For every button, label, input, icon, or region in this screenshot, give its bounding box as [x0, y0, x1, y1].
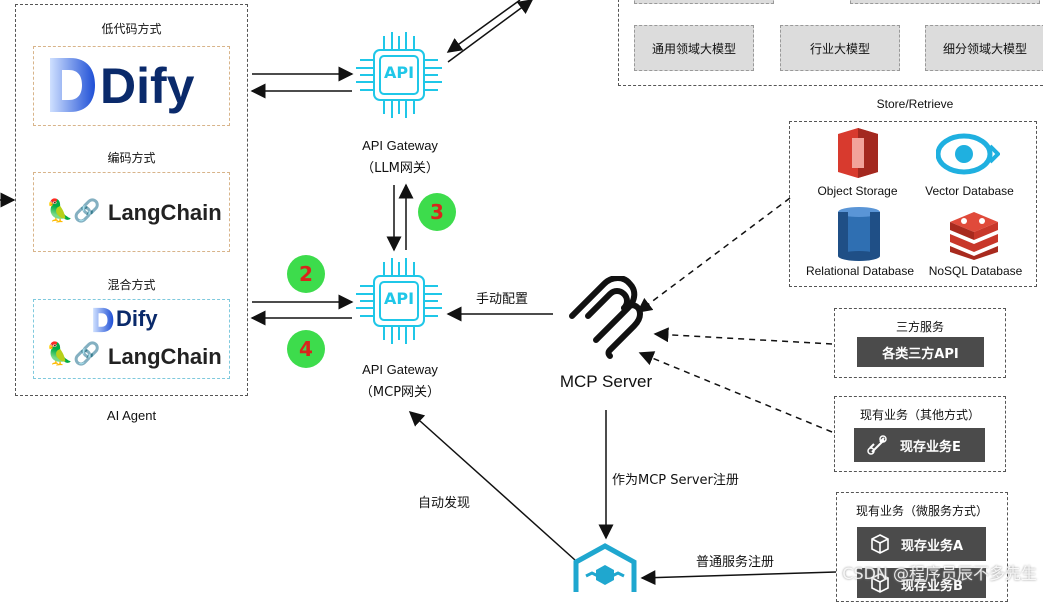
auto-discover-label: 自动发现 — [418, 496, 471, 511]
langchain-wordmark: LangChain — [108, 200, 222, 225]
relational-database-label: Relational Database — [805, 264, 915, 278]
mcp-chip-text: API — [383, 289, 415, 308]
nosql-database-label: NoSQL Database — [928, 264, 1023, 278]
third-party-panel — [834, 308, 1006, 378]
register-as-mcp-label: 作为MCP Server注册 — [612, 473, 739, 488]
vector-database-icon — [935, 130, 1001, 178]
service-registry-icon — [572, 542, 638, 599]
low-code-label: 低代码方式 — [101, 22, 162, 36]
store-retrieve-heading: Store/Retrieve — [876, 97, 954, 111]
llm-gateway-title: API Gateway — [362, 138, 438, 153]
existing-other-title: 现有业务（其他方式） — [859, 408, 980, 422]
models-to-llm-arrow — [446, 0, 521, 53]
csdn-watermark: CSDN @程序员辰不多先生 — [842, 564, 1037, 583]
nosql-database-icon — [946, 208, 1002, 260]
mcp-server-logo-icon — [566, 275, 646, 360]
cube-icon — [869, 533, 891, 555]
thirdparty-to-mcp-arrow — [653, 327, 833, 345]
parrot-small-icon: 🦜🔗 — [46, 342, 101, 367]
connector-layer — [0, 0, 837, 586]
dify-small-logo-icon — [92, 307, 114, 333]
llm-to-models-arrow — [447, 0, 534, 63]
mcp-gateway-subtitle: （MCP网关） — [359, 385, 441, 400]
storage-to-mcp-arrow — [636, 197, 791, 313]
third-party-title: 三方服务 — [895, 320, 944, 334]
auto-discover-arrow — [408, 410, 576, 561]
dify-small-wordmark: Dify — [116, 306, 158, 331]
dify-card: Dify — [33, 46, 230, 126]
mcp-gateway-title: API Gateway — [362, 362, 438, 377]
step-3-badge: 3 — [418, 193, 456, 231]
object-storage-label: Object Storage — [817, 184, 898, 198]
vector-database-label: Vector Database — [925, 184, 1014, 198]
normal-register-arrow — [640, 570, 837, 586]
langchain-card: 🦜🔗 LangChain — [33, 172, 230, 252]
coding-label: 编码方式 — [107, 151, 156, 165]
existing-micro-title: 现有业务（微服务方式） — [855, 504, 988, 518]
existing-e-card: 现存业务E — [854, 428, 985, 462]
manual-config-label: 手动配置 — [476, 292, 529, 307]
existing-e-label: 现存业务E — [900, 440, 961, 455]
existing-other-panel — [834, 396, 1006, 472]
third-party-api-button: 各类三方API — [857, 337, 984, 367]
llm-gateway-chip-icon: API — [352, 28, 446, 122]
mcp-gateway-chip-icon: API — [352, 254, 446, 348]
llm-gateway-subtitle: （LLM网关） — [361, 161, 439, 176]
models-panel — [618, 0, 1043, 86]
existing-e-to-mcp-arrow — [638, 351, 833, 433]
model-industry: 行业大模型 — [780, 25, 900, 71]
model-niche: 细分领域大模型 — [925, 25, 1043, 71]
storage-panel — [789, 121, 1037, 287]
mixed-card: Dify 🦜🔗 LangChain — [33, 299, 230, 379]
langchain-small-wordmark: LangChain — [108, 344, 222, 369]
llm-chip-text: API — [383, 63, 415, 82]
dify-logo-icon — [48, 56, 96, 114]
mcp-server-label: MCP Server — [559, 372, 653, 391]
model-top-left-partial — [634, 0, 774, 4]
model-general: 通用领域大模型 — [634, 25, 754, 71]
step-4-badge: 4 — [287, 330, 325, 368]
existing-a-label: 现存业务A — [901, 539, 964, 554]
mixed-label: 混合方式 — [107, 278, 156, 292]
ai-agent-panel — [15, 4, 248, 396]
link-icon — [866, 434, 888, 456]
model-top-right-partial — [850, 0, 1040, 4]
ai-agent-title: AI Agent — [106, 408, 157, 423]
parrot-icon: 🦜🔗 — [46, 199, 101, 224]
dify-wordmark: Dify — [100, 58, 195, 114]
normal-register-label: 普通服务注册 — [696, 555, 775, 570]
object-storage-icon — [834, 126, 882, 180]
relational-database-icon — [836, 206, 882, 262]
existing-a-card: 现存业务A — [857, 527, 986, 561]
step-2-badge: 2 — [287, 255, 325, 293]
